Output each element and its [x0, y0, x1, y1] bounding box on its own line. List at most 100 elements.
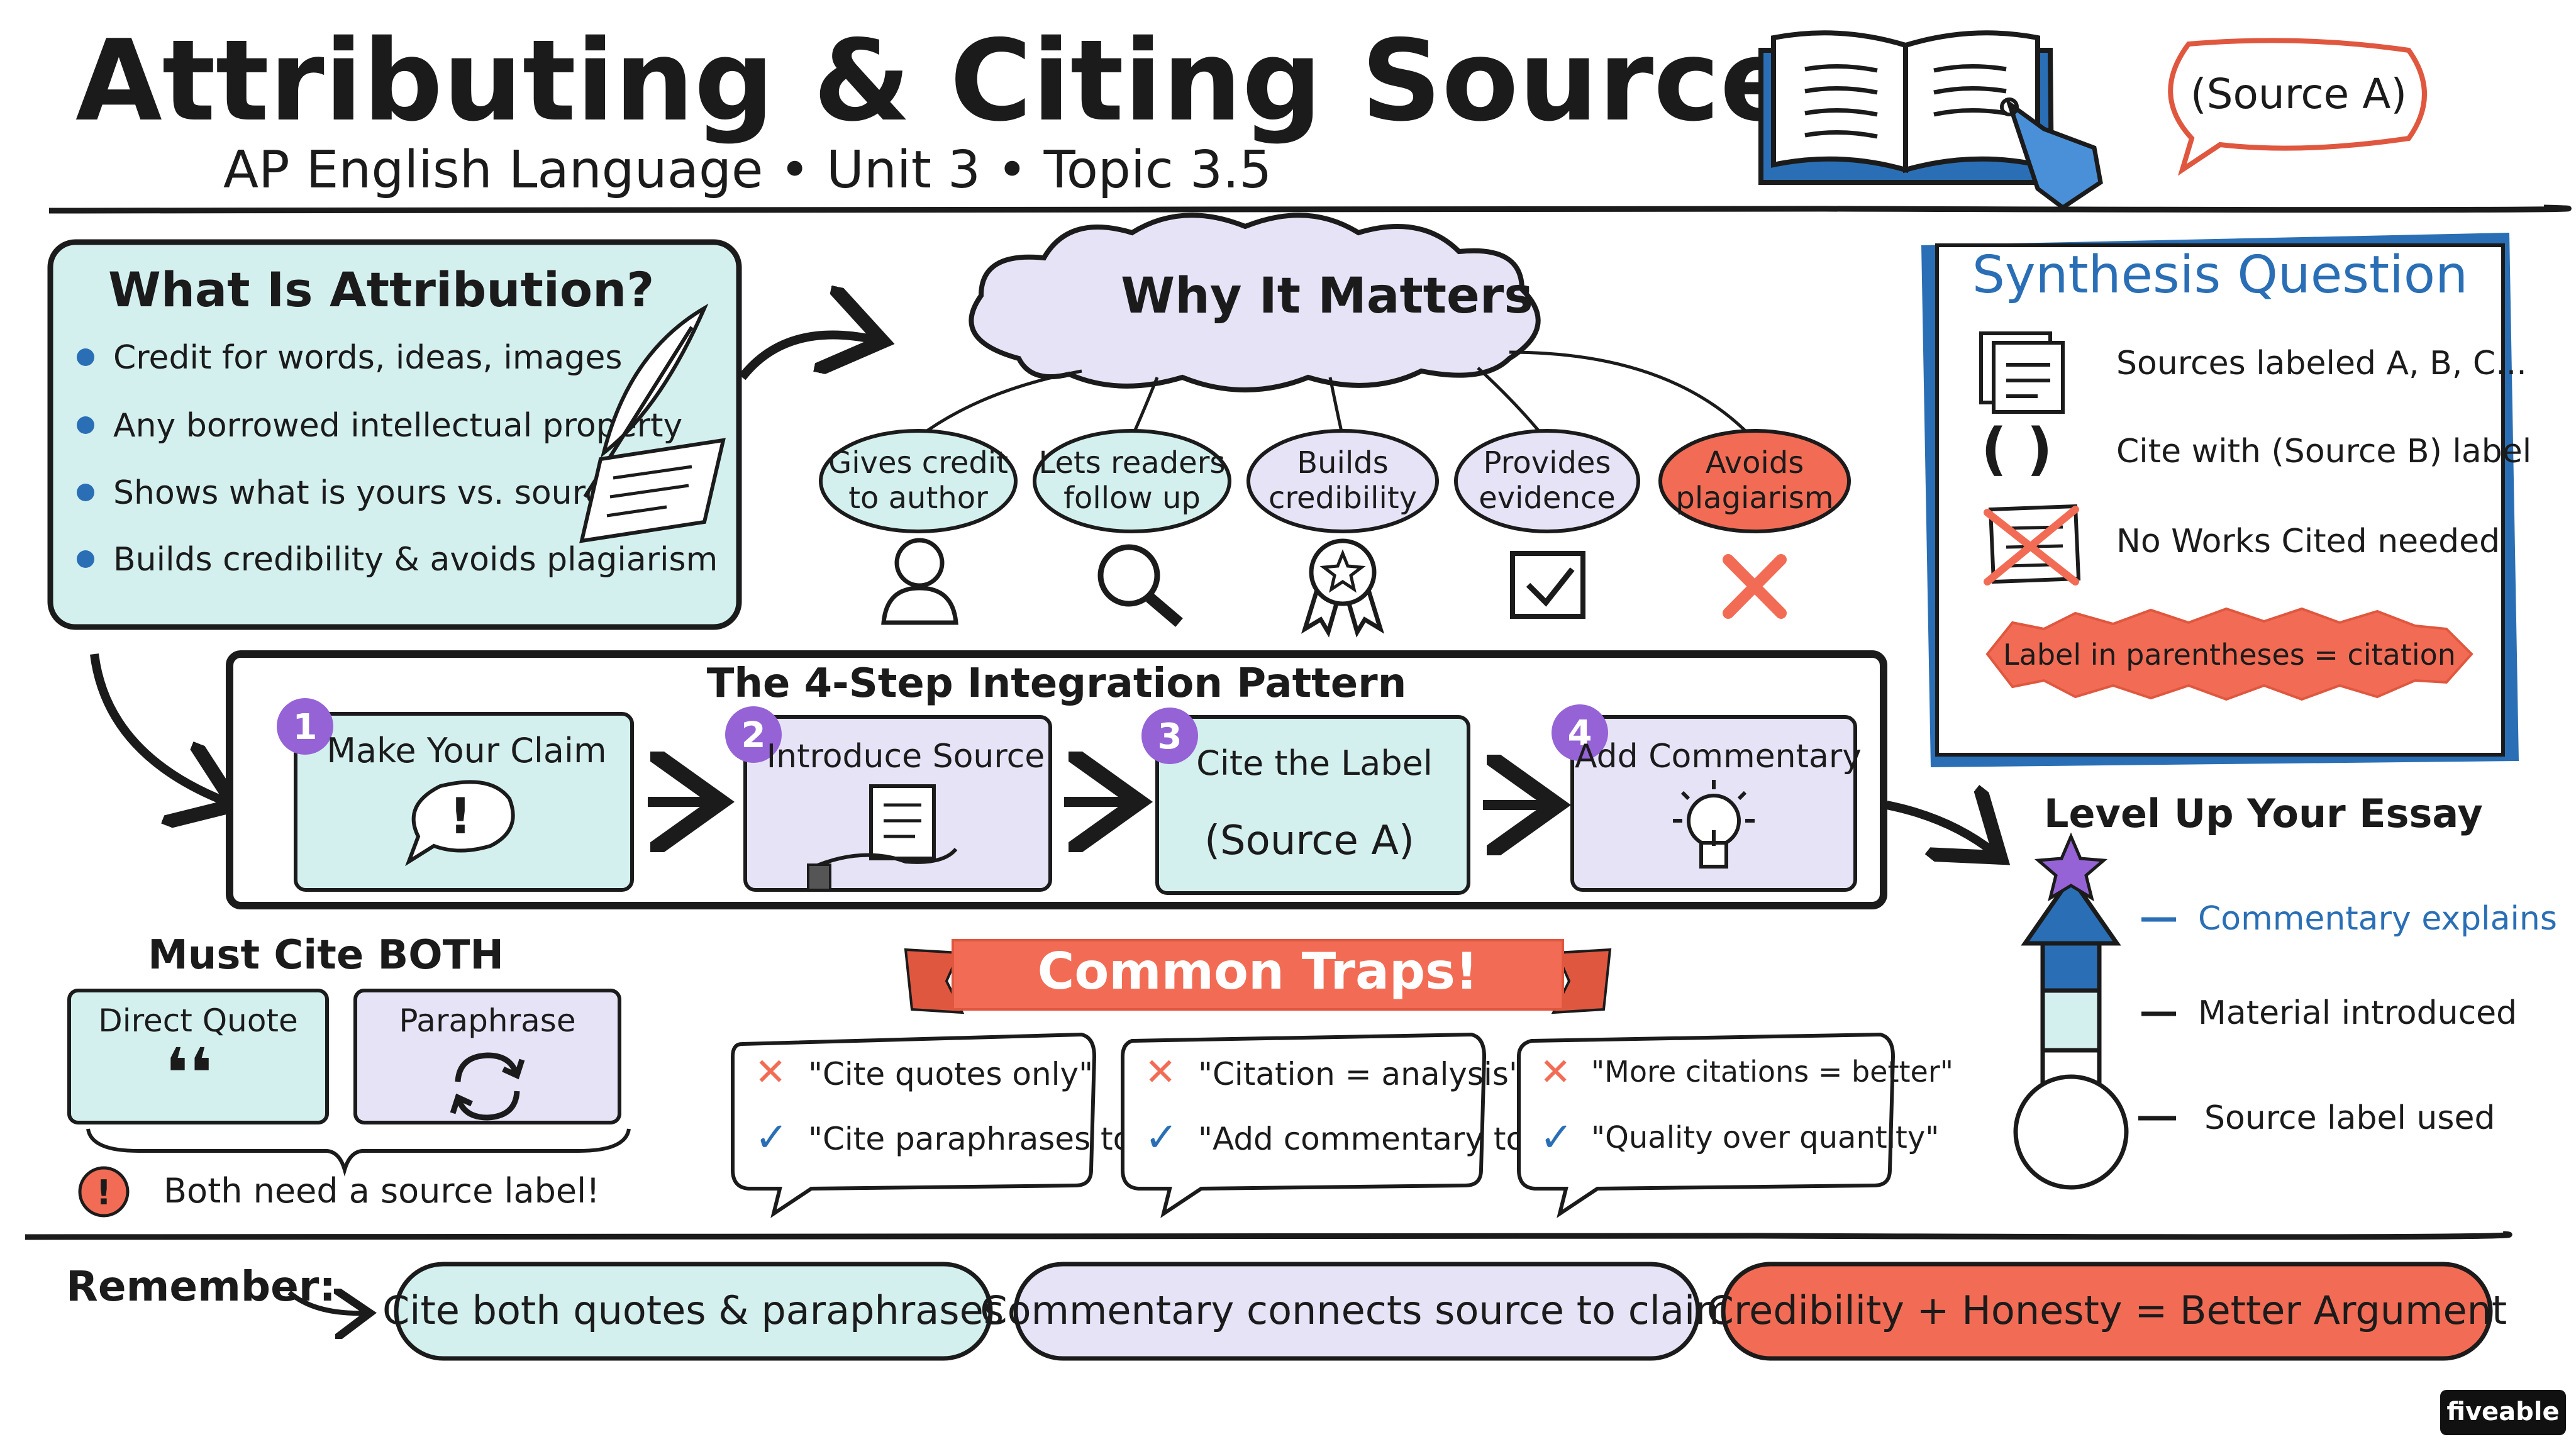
quill-icon [579, 303, 726, 543]
brace [86, 1128, 631, 1177]
why-bubble-evidence [1454, 429, 1640, 533]
common-traps-section: Common Traps! ✕ "Cite quotes only" ✓ "Ci… [731, 939, 1953, 1218]
paraphrase-label: Paraphrase [399, 1002, 575, 1039]
step-4-label: Add Commentary [1575, 738, 1862, 775]
trap-bubble-2 [1121, 1032, 1487, 1218]
trap-3-wrong: "More citations = better" [1591, 1055, 1953, 1089]
warning-icon [78, 1166, 130, 1218]
bullet-dot [77, 484, 94, 501]
bullet-text: Shows what is yours vs. source's [113, 474, 649, 512]
why-plagiarism-line2: plagiarism [1675, 480, 1833, 516]
documents-icon [1979, 331, 2065, 414]
remember-label: Remember: [66, 1262, 336, 1311]
step-1-label: Make Your Claim [326, 731, 606, 770]
refresh-icon [450, 1052, 525, 1121]
source-speech-bubble: (Source A) [2168, 38, 2427, 176]
step-4-number: 4 [1568, 713, 1592, 754]
why-credit-line1: Gives credit [828, 445, 1008, 480]
level-up-title: Level Up Your Essay [2044, 791, 2483, 836]
synthesis-item-2: Cite with (Source B) label [2116, 433, 2531, 470]
footer-divider [25, 1231, 2512, 1240]
remember-pill-3-text: Credibility + Honesty = Better Argument [1707, 1287, 2507, 1333]
why-it-matters-cloud: Why It Matters [969, 213, 1541, 392]
step-2-badge [725, 706, 782, 763]
x-icon: ✕ [755, 1050, 786, 1094]
direct-quote-card [67, 989, 329, 1124]
warning-mark: ! [96, 1173, 112, 1213]
step-1-badge [277, 698, 333, 755]
arrow-to-why [738, 335, 874, 380]
step-3-source-label: (Source A) [1204, 818, 1414, 864]
page-subtitle: AP English Language • Unit 3 • Topic 3.5 [223, 140, 1272, 200]
x-icon: ✕ [1145, 1050, 1176, 1094]
must-cite-title: Must Cite BOTH [148, 932, 504, 979]
bullet-dot [77, 348, 94, 366]
brand-logo: fiveable [2440, 1390, 2566, 1435]
why-credibility-line1: Builds [1297, 445, 1389, 480]
must-cite-section: Must Cite BOTH Direct Quote ❛❛ Paraphras… [67, 932, 631, 1218]
hand-document-icon [807, 784, 958, 891]
why-follow-line2: follow up [1063, 480, 1201, 516]
exclaim-mark: ! [449, 789, 472, 845]
book-icon [1758, 30, 2103, 211]
brand-text: fiveable [2446, 1397, 2559, 1426]
citation-banner: Label in parentheses = citation [1985, 607, 2473, 701]
what-is-attribution-card: What Is Attribution? Credit for words, i… [47, 239, 742, 630]
quote-marks-icon: ❛❛ [165, 1033, 213, 1114]
why-items: Gives credit to author Lets readers foll… [819, 429, 1851, 533]
trap-3-right: "Quality over quantity" [1591, 1120, 1939, 1155]
why-bubble-follow [1033, 429, 1231, 533]
check-icon: ✓ [1145, 1114, 1179, 1161]
why-title: Why It Matters [1121, 268, 1533, 325]
step-3-badge [1141, 708, 1198, 764]
level-up-section: Level Up Your Essay Commentary explains … [2013, 791, 2557, 1190]
trap-1-right: "Cite paraphrases too" [808, 1121, 1166, 1157]
remember-pill-1-text: Cite both quotes & paraphrases [382, 1287, 1004, 1333]
why-credit-line2: to author [848, 480, 988, 516]
exclaim-bubble-icon: ! [405, 780, 515, 867]
remember-row: Remember: Cite both quotes & paraphrases… [66, 1262, 2507, 1361]
why-bubble-credibility [1246, 429, 1439, 533]
level-label-1: Commentary explains [2198, 900, 2557, 938]
why-plagiarism-line1: Avoids [1706, 445, 1804, 480]
crossed-doc-icon [1984, 504, 2081, 586]
synthesis-item-1: Sources labeled A, B, C... [2116, 345, 2527, 382]
arrow-to-steps [90, 653, 226, 802]
why-credibility-line2: credibility [1269, 480, 1417, 516]
star-icon [2034, 832, 2108, 902]
bullet-text: Credit for words, ideas, images [113, 339, 622, 377]
page-title: Attributing & Citing Sources [75, 16, 1862, 146]
bullet-list: Credit for words, ideas, images Any borr… [77, 339, 718, 579]
remember-pill-2-text: Commentary connects source to claim [980, 1287, 1733, 1333]
check-icon: ✓ [1540, 1114, 1574, 1161]
must-cite-note: Both need a source label! [164, 1171, 600, 1211]
citation-banner-text: Label in parentheses = citation [2003, 638, 2456, 672]
trap-2-right: "Add commentary too" [1198, 1121, 1559, 1157]
what-is-title: What Is Attribution? [108, 262, 654, 318]
x-icon: ✕ [1540, 1050, 1571, 1094]
step-2-number: 2 [741, 715, 766, 756]
step-3-number: 3 [1158, 716, 1182, 757]
arrow-to-levelup [1885, 805, 1994, 852]
check-icon: ✓ [755, 1114, 789, 1161]
header-divider [48, 204, 2572, 214]
level-label-2: Material introduced [2198, 994, 2517, 1032]
integration-pattern-panel: The 4-Step Integration Pattern 1 Make Yo… [226, 650, 1887, 909]
direct-quote-label: Direct Quote [98, 1002, 298, 1039]
bullet-dot [77, 550, 94, 568]
award-ribbon-icon [1301, 538, 1385, 638]
trap-bubble-1 [731, 1032, 1097, 1218]
steps-title: The 4-Step Integration Pattern [707, 660, 1407, 707]
bullet-text: Builds credibility & avoids plagiarism [113, 541, 718, 579]
why-bubble-credit [819, 429, 1018, 533]
magnifier-icon [1097, 544, 1183, 627]
synthesis-item-3: No Works Cited needed [2116, 523, 2500, 560]
bullet-dot [77, 416, 94, 434]
level-label-3: Source label used [2204, 1099, 2495, 1137]
x-mark-icon [1723, 554, 1787, 619]
bullet-text: Any borrowed intellectual property [113, 407, 682, 445]
trap-bubble-3 [1517, 1032, 1896, 1218]
why-evidence-line1: Provides [1484, 445, 1611, 480]
step-3-label: Cite the Label [1196, 743, 1433, 783]
